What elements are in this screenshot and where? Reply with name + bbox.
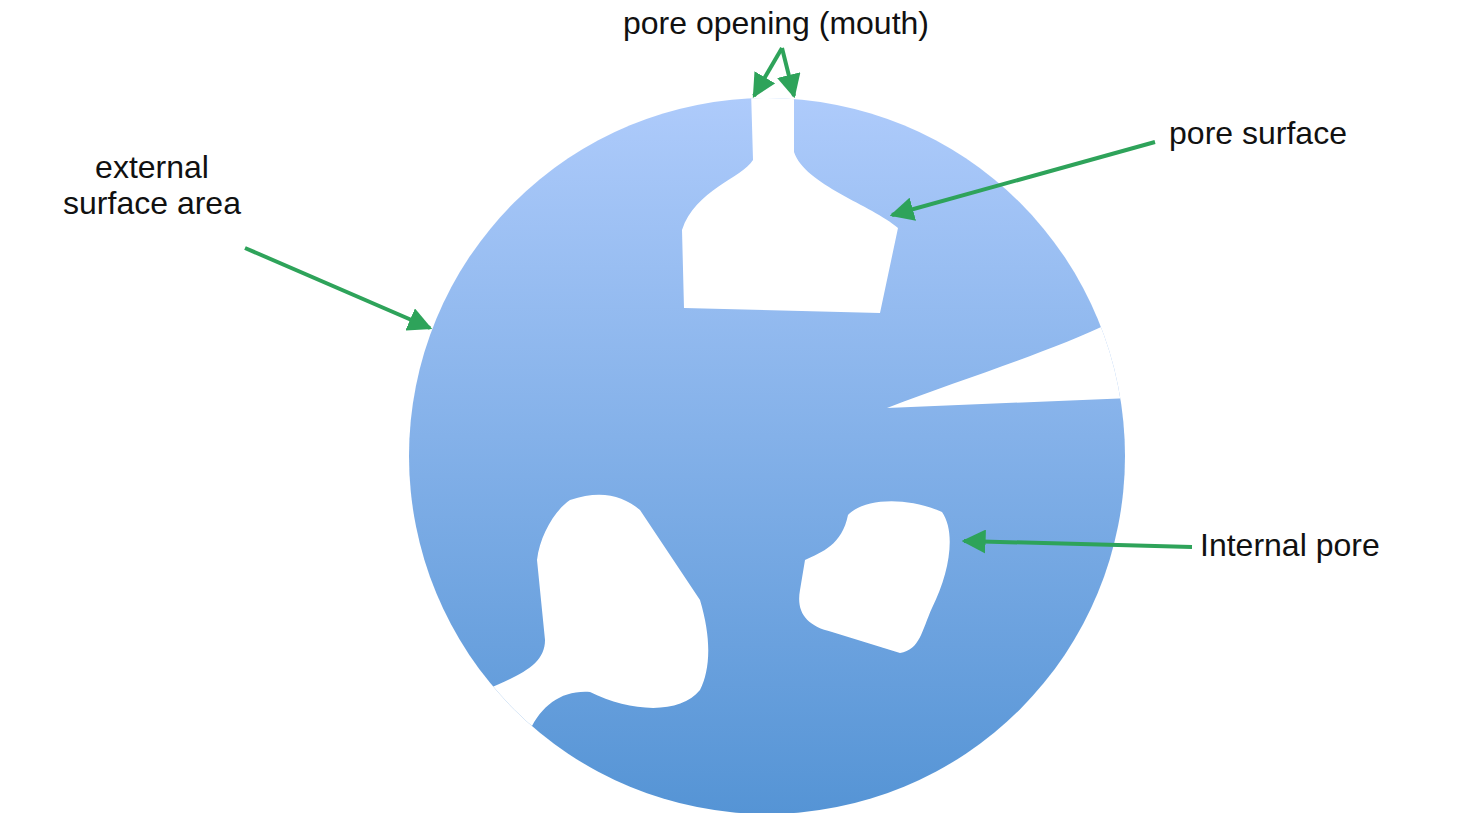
leader-line <box>782 48 794 96</box>
leader-line <box>964 541 1192 547</box>
leader-line <box>245 248 430 328</box>
internal-pore <box>799 501 950 653</box>
crack-pore <box>887 322 1130 408</box>
bottom-open-pore <box>485 495 708 730</box>
callout-label: pore opening (mouth) <box>623 6 929 42</box>
leader-line <box>892 142 1155 215</box>
leader-line <box>754 48 782 96</box>
callout-label: Internal pore <box>1200 528 1380 564</box>
callout-label: pore surface <box>1169 116 1347 152</box>
callout-label: external surface area <box>40 150 265 222</box>
open-pore <box>682 90 898 313</box>
